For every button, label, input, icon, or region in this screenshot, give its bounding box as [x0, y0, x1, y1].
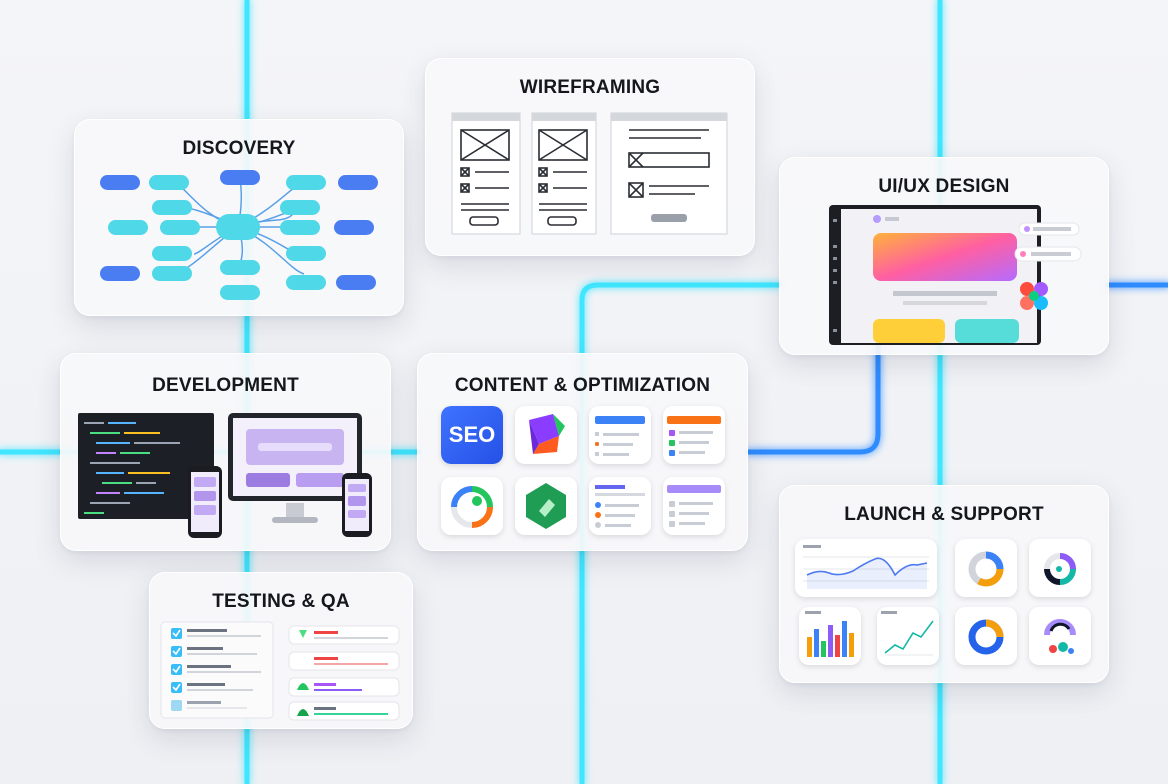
cube-logo-icon: [515, 406, 577, 464]
content-list-icon: [589, 406, 651, 464]
testing-qa-title: TESTING & QA: [212, 591, 350, 612]
connector-right-route: [745, 337, 881, 455]
mind-map-icon: [100, 170, 378, 300]
donut-chart-icon: [955, 539, 1017, 597]
development-title: DEVELOPMENT: [152, 375, 299, 396]
discovery-title: DISCOVERY: [182, 138, 296, 159]
discovery-card[interactable]: DISCOVERY: [74, 119, 404, 316]
status-dashboard-icon: [1029, 607, 1091, 665]
design-mockup-icon: [829, 205, 1082, 345]
connector-center-route: [579, 282, 783, 784]
code-editor-icon: [78, 413, 372, 538]
ring-chart-icon: [955, 607, 1017, 665]
performance-gauge-icon: [441, 477, 503, 535]
development-card[interactable]: DEVELOPMENT: [60, 353, 391, 551]
bar-chart-icon: [799, 607, 861, 665]
analytics-chart-icon: [795, 539, 937, 597]
wireframe-icon: [451, 112, 728, 235]
wireframing-card[interactable]: WIREFRAMING: [425, 58, 755, 256]
uiux-design-card[interactable]: UI/UX DESIGN: [779, 157, 1109, 355]
progress-ring-icon: [1029, 539, 1091, 597]
content-optimization-card[interactable]: CONTENT & OPTIMIZATION SEO: [417, 353, 748, 551]
settings-list-icon: [589, 477, 651, 535]
content-analysis-icon: [663, 406, 725, 464]
seo-label: SEO: [441, 406, 503, 464]
trend-line-icon: [877, 607, 939, 665]
hexagon-logo-icon: [515, 477, 577, 535]
launch-support-title: LAUNCH & SUPPORT: [844, 504, 1044, 525]
seo-icon: SEO: [441, 406, 503, 464]
wireframing-title: WIREFRAMING: [519, 77, 661, 98]
checklist-icon: [160, 621, 400, 721]
content-optimization-title: CONTENT & OPTIMIZATION: [454, 375, 711, 396]
testing-qa-card[interactable]: TESTING & QA: [149, 572, 413, 729]
report-list-icon: [663, 477, 725, 535]
uiux-design-title: UI/UX DESIGN: [878, 176, 1010, 197]
launch-support-card[interactable]: LAUNCH & SUPPORT: [779, 485, 1109, 683]
